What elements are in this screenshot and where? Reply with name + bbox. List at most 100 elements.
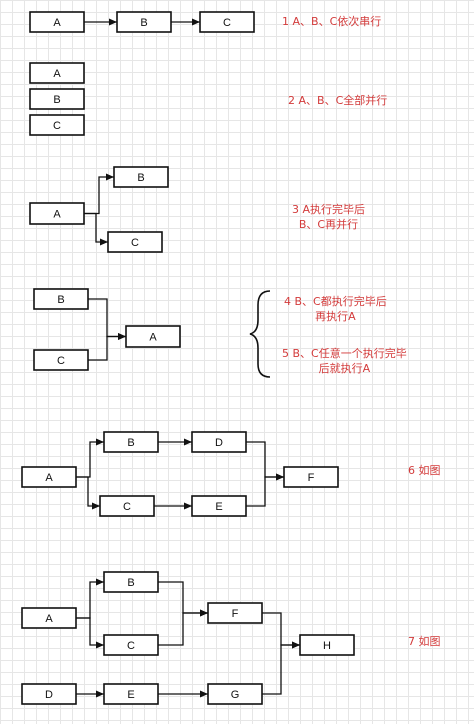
caption-section-4: 4 B、C都执行完毕后 再执行A <box>284 294 387 324</box>
edge-s4b-to-s4a <box>88 298 126 341</box>
node-label: H <box>323 640 331 652</box>
node-box <box>107 231 163 253</box>
caption-line: 3 A执行完毕后 <box>292 203 366 216</box>
node-s3c-c: C <box>107 231 163 253</box>
node-box <box>29 11 85 33</box>
node-box <box>29 202 85 225</box>
node-label: C <box>131 237 139 249</box>
node-s6a-a: A <box>21 466 77 488</box>
node-s2b-b: B <box>29 88 85 110</box>
node-label: B <box>53 94 60 106</box>
node-box <box>113 166 169 188</box>
node-box <box>116 11 172 33</box>
node-label: C <box>223 17 231 29</box>
caption-line: B、C再并行 <box>298 218 359 231</box>
node-s6d-d: D <box>191 431 247 453</box>
node-label: E <box>127 689 134 701</box>
caption-line: 4 B、C都执行完毕后 <box>284 295 387 308</box>
node-s4b-b: B <box>33 288 89 310</box>
node-s2c-c: C <box>29 114 85 136</box>
node-box <box>103 683 159 705</box>
node-label: C <box>127 640 135 652</box>
node-s7d-d: D <box>21 683 77 705</box>
node-box <box>29 114 85 136</box>
edge-s6d-to-s6f <box>246 441 284 481</box>
node-s7f-f: F <box>207 602 263 624</box>
node-label: E <box>215 501 222 513</box>
edge-s7a-to-s7b <box>76 578 104 619</box>
node-label: C <box>53 120 61 132</box>
node-s4c-c: C <box>33 349 89 371</box>
node-label: A <box>53 68 61 80</box>
node-box <box>191 431 247 453</box>
edge-s7c-to-s7f <box>158 609 208 646</box>
edge-s6e-to-s6f <box>246 473 284 507</box>
node-label: B <box>140 17 147 29</box>
node-label: F <box>308 472 315 484</box>
node-s6c-c: C <box>99 495 155 517</box>
edge-s7f-to-s7h <box>262 612 300 649</box>
caption-line: 6 如图 <box>408 464 441 477</box>
node-box <box>299 634 355 656</box>
node-box <box>207 683 263 705</box>
edge-s7g-to-s7h <box>262 641 300 695</box>
node-box <box>207 602 263 624</box>
caption-line: 1 A、B、C依次串行 <box>282 15 382 28</box>
caption-line: 7 如图 <box>408 635 441 648</box>
edge-s7a-to-s7c <box>76 617 104 649</box>
node-s7e-e: E <box>103 683 159 705</box>
node-label: D <box>215 437 223 449</box>
node-box <box>103 431 159 453</box>
node-label: A <box>149 332 157 344</box>
node-s3b-b: B <box>113 166 169 188</box>
edge-s3a-to-s3b <box>84 173 114 215</box>
node-box <box>29 88 85 110</box>
node-label: B <box>127 437 134 449</box>
node-s4a-a: A <box>125 325 181 348</box>
node-label: A <box>45 472 53 484</box>
node-box <box>103 571 159 593</box>
edge-s4c-to-s4a <box>88 332 126 361</box>
node-box <box>99 495 155 517</box>
caption-line: 后就执行A <box>318 362 371 375</box>
node-label: B <box>127 577 134 589</box>
edge-layer <box>76 18 300 698</box>
node-box <box>191 495 247 517</box>
node-s7c-c: C <box>103 634 159 656</box>
caption-section-1: 1 A、B、C依次串行 <box>282 14 381 29</box>
node-s1b-b: B <box>116 11 172 33</box>
node-label: B <box>57 294 64 306</box>
node-s7g-g: G <box>207 683 263 705</box>
edge-s7b-to-s7f <box>158 581 208 617</box>
node-s1c-c: C <box>199 11 255 33</box>
node-layer: A B C A B C A B C B C A A B C D E F A B C F D E G H <box>21 11 355 705</box>
node-s1a-a: A <box>29 11 85 33</box>
node-box <box>21 466 77 488</box>
node-label: A <box>53 209 61 221</box>
node-box <box>33 349 89 371</box>
node-s6b-b: B <box>103 431 159 453</box>
node-label: C <box>57 355 65 367</box>
node-box <box>103 634 159 656</box>
node-s6e-e: E <box>191 495 247 517</box>
caption-section-6: 6 如图 <box>408 463 441 478</box>
node-s7a-a: A <box>21 607 77 629</box>
caption-section-2: 2 A、B、C全部并行 <box>288 93 387 108</box>
caption-section-7: 7 如图 <box>408 634 441 649</box>
node-label: A <box>45 613 53 625</box>
edge-s6a-to-s6c <box>76 476 100 510</box>
caption-line: 5 B、C任意一个执行完毕 <box>282 347 407 360</box>
node-box <box>29 62 85 84</box>
node-label: B <box>137 172 144 184</box>
caption-section-3: 3 A执行完毕后 B、C再并行 <box>292 202 365 232</box>
node-s6f-f: F <box>283 466 339 488</box>
caption-section-5: 5 B、C任意一个执行完毕 后就执行A <box>282 346 407 376</box>
edge-s6a-to-s6b <box>76 438 104 478</box>
node-s7h-h: H <box>299 634 355 656</box>
node-s2a-a: A <box>29 62 85 84</box>
caption-line: 再执行A <box>315 310 356 323</box>
node-label: C <box>123 501 131 513</box>
node-box <box>33 288 89 310</box>
node-label: D <box>45 689 53 701</box>
